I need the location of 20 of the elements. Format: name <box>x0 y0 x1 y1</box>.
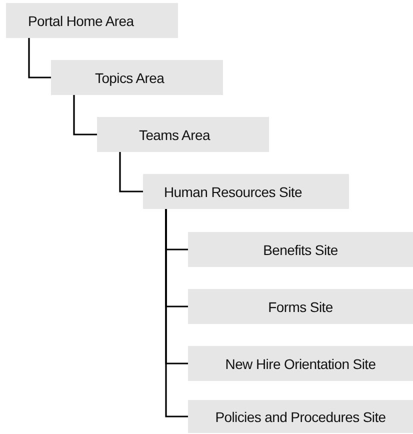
site-label: Human Resources Site <box>164 184 302 200</box>
site-label: New Hire Orientation Site <box>225 356 376 372</box>
connector-line <box>119 152 143 192</box>
site-label: Teams Area <box>139 126 210 142</box>
site-box <box>188 289 413 324</box>
site-label: Policies and Procedures Site <box>215 408 386 424</box>
site-label: Topics Area <box>95 70 164 86</box>
site-box <box>188 346 413 381</box>
site-label: Portal Home Area <box>28 12 134 28</box>
site-box <box>188 232 413 267</box>
site-box <box>97 117 269 152</box>
connector-line <box>28 38 51 78</box>
site-label: Forms Site <box>268 298 333 314</box>
connector-line <box>73 95 97 136</box>
site-box <box>6 3 178 38</box>
site-box <box>188 400 413 433</box>
site-box <box>51 60 223 95</box>
site-label: Benefits Site <box>263 242 338 258</box>
connector-line <box>165 209 188 418</box>
site-box <box>143 174 349 209</box>
